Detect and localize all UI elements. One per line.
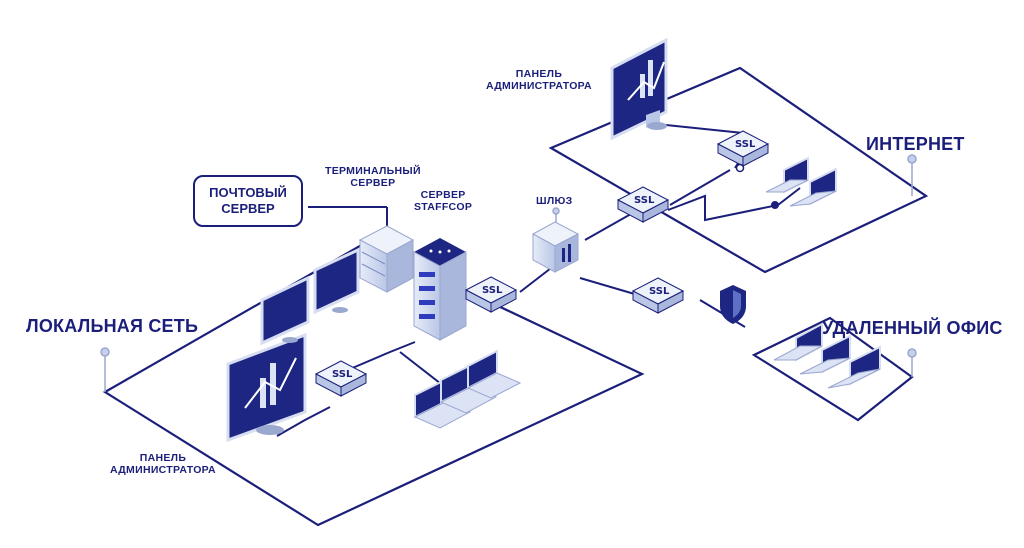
terminal-server-icon <box>358 225 415 293</box>
local-network-label: ЛОКАЛЬНАЯ СЕТЬ <box>26 316 199 336</box>
ssl-label: SSL <box>482 285 503 296</box>
admin-panel-bottom-line-2: АДМИНИСТРАТОРА <box>110 464 216 477</box>
gateway-label: ШЛЮЗ <box>536 195 573 207</box>
ssl-box-local-core: SSL <box>464 276 518 313</box>
mail-server-label-1: ПОЧТОВЫЙ <box>209 185 287 201</box>
network-node-dot <box>735 163 745 173</box>
staffcop-server-line-2: STAFFCOP <box>414 201 473 214</box>
admin-panel-top-line-1: ПАНЕЛЬ <box>515 68 563 80</box>
remote-office-label: УДАЛЕННЫЙ ОФИС <box>822 318 1003 338</box>
staffcop-server-line-1: СЕРВЕР <box>420 189 466 201</box>
ssl-label: SSL <box>634 195 655 206</box>
terminal-server-line-2: СЕРВЕР <box>350 177 396 190</box>
ssl-label: SSL <box>735 139 756 150</box>
mail-server-box: ПОЧТОВЫЙ СЕРВЕР <box>193 175 303 227</box>
workstation-monitors-icon <box>260 247 360 346</box>
gateway-icon <box>531 221 580 273</box>
laptops-local-icon <box>413 349 522 429</box>
mail-server-label-2: СЕРВЕР <box>221 201 275 216</box>
ssl-label: SSL <box>649 286 670 297</box>
staffcop-server-icon <box>413 238 467 341</box>
internet-zone <box>548 66 929 274</box>
internet-label: ИНТЕРНЕТ <box>866 134 965 154</box>
admin-monitor-top-icon <box>610 37 668 141</box>
ssl-box-local-admin: SSL <box>314 360 368 397</box>
terminal-server-line-1: ТЕРМИНАЛЬНЫЙ <box>325 165 421 177</box>
ssl-box-internet-top: SSL <box>716 130 770 167</box>
ssl-label: SSL <box>332 369 353 380</box>
admin-panel-bottom-line-1: ПАНЕЛЬ <box>139 452 187 464</box>
shield-icon <box>720 285 746 324</box>
admin-panel-top-line-2: АДМИНИСТРАТОРА <box>486 80 592 93</box>
laptops-remote-icon <box>773 322 881 389</box>
staffcop-server-label: СЕРВЕР STAFFCOP <box>414 189 472 213</box>
ssl-box-internet-gateway: SSL <box>616 186 670 223</box>
admin-panel-top-label: ПАНЕЛЬ АДМИНИСТРАТОРА <box>486 68 592 92</box>
network-node-dot <box>771 201 779 209</box>
ssl-box-remote: SSL <box>631 277 685 314</box>
admin-monitor-bottom-icon <box>226 332 307 443</box>
laptops-internet-icon <box>765 156 837 207</box>
admin-panel-bottom-label: ПАНЕЛЬ АДМИНИСТРАТОРА <box>110 452 216 476</box>
terminal-server-label: ТЕРМИНАЛЬНЫЙ СЕРВЕР <box>325 165 421 189</box>
